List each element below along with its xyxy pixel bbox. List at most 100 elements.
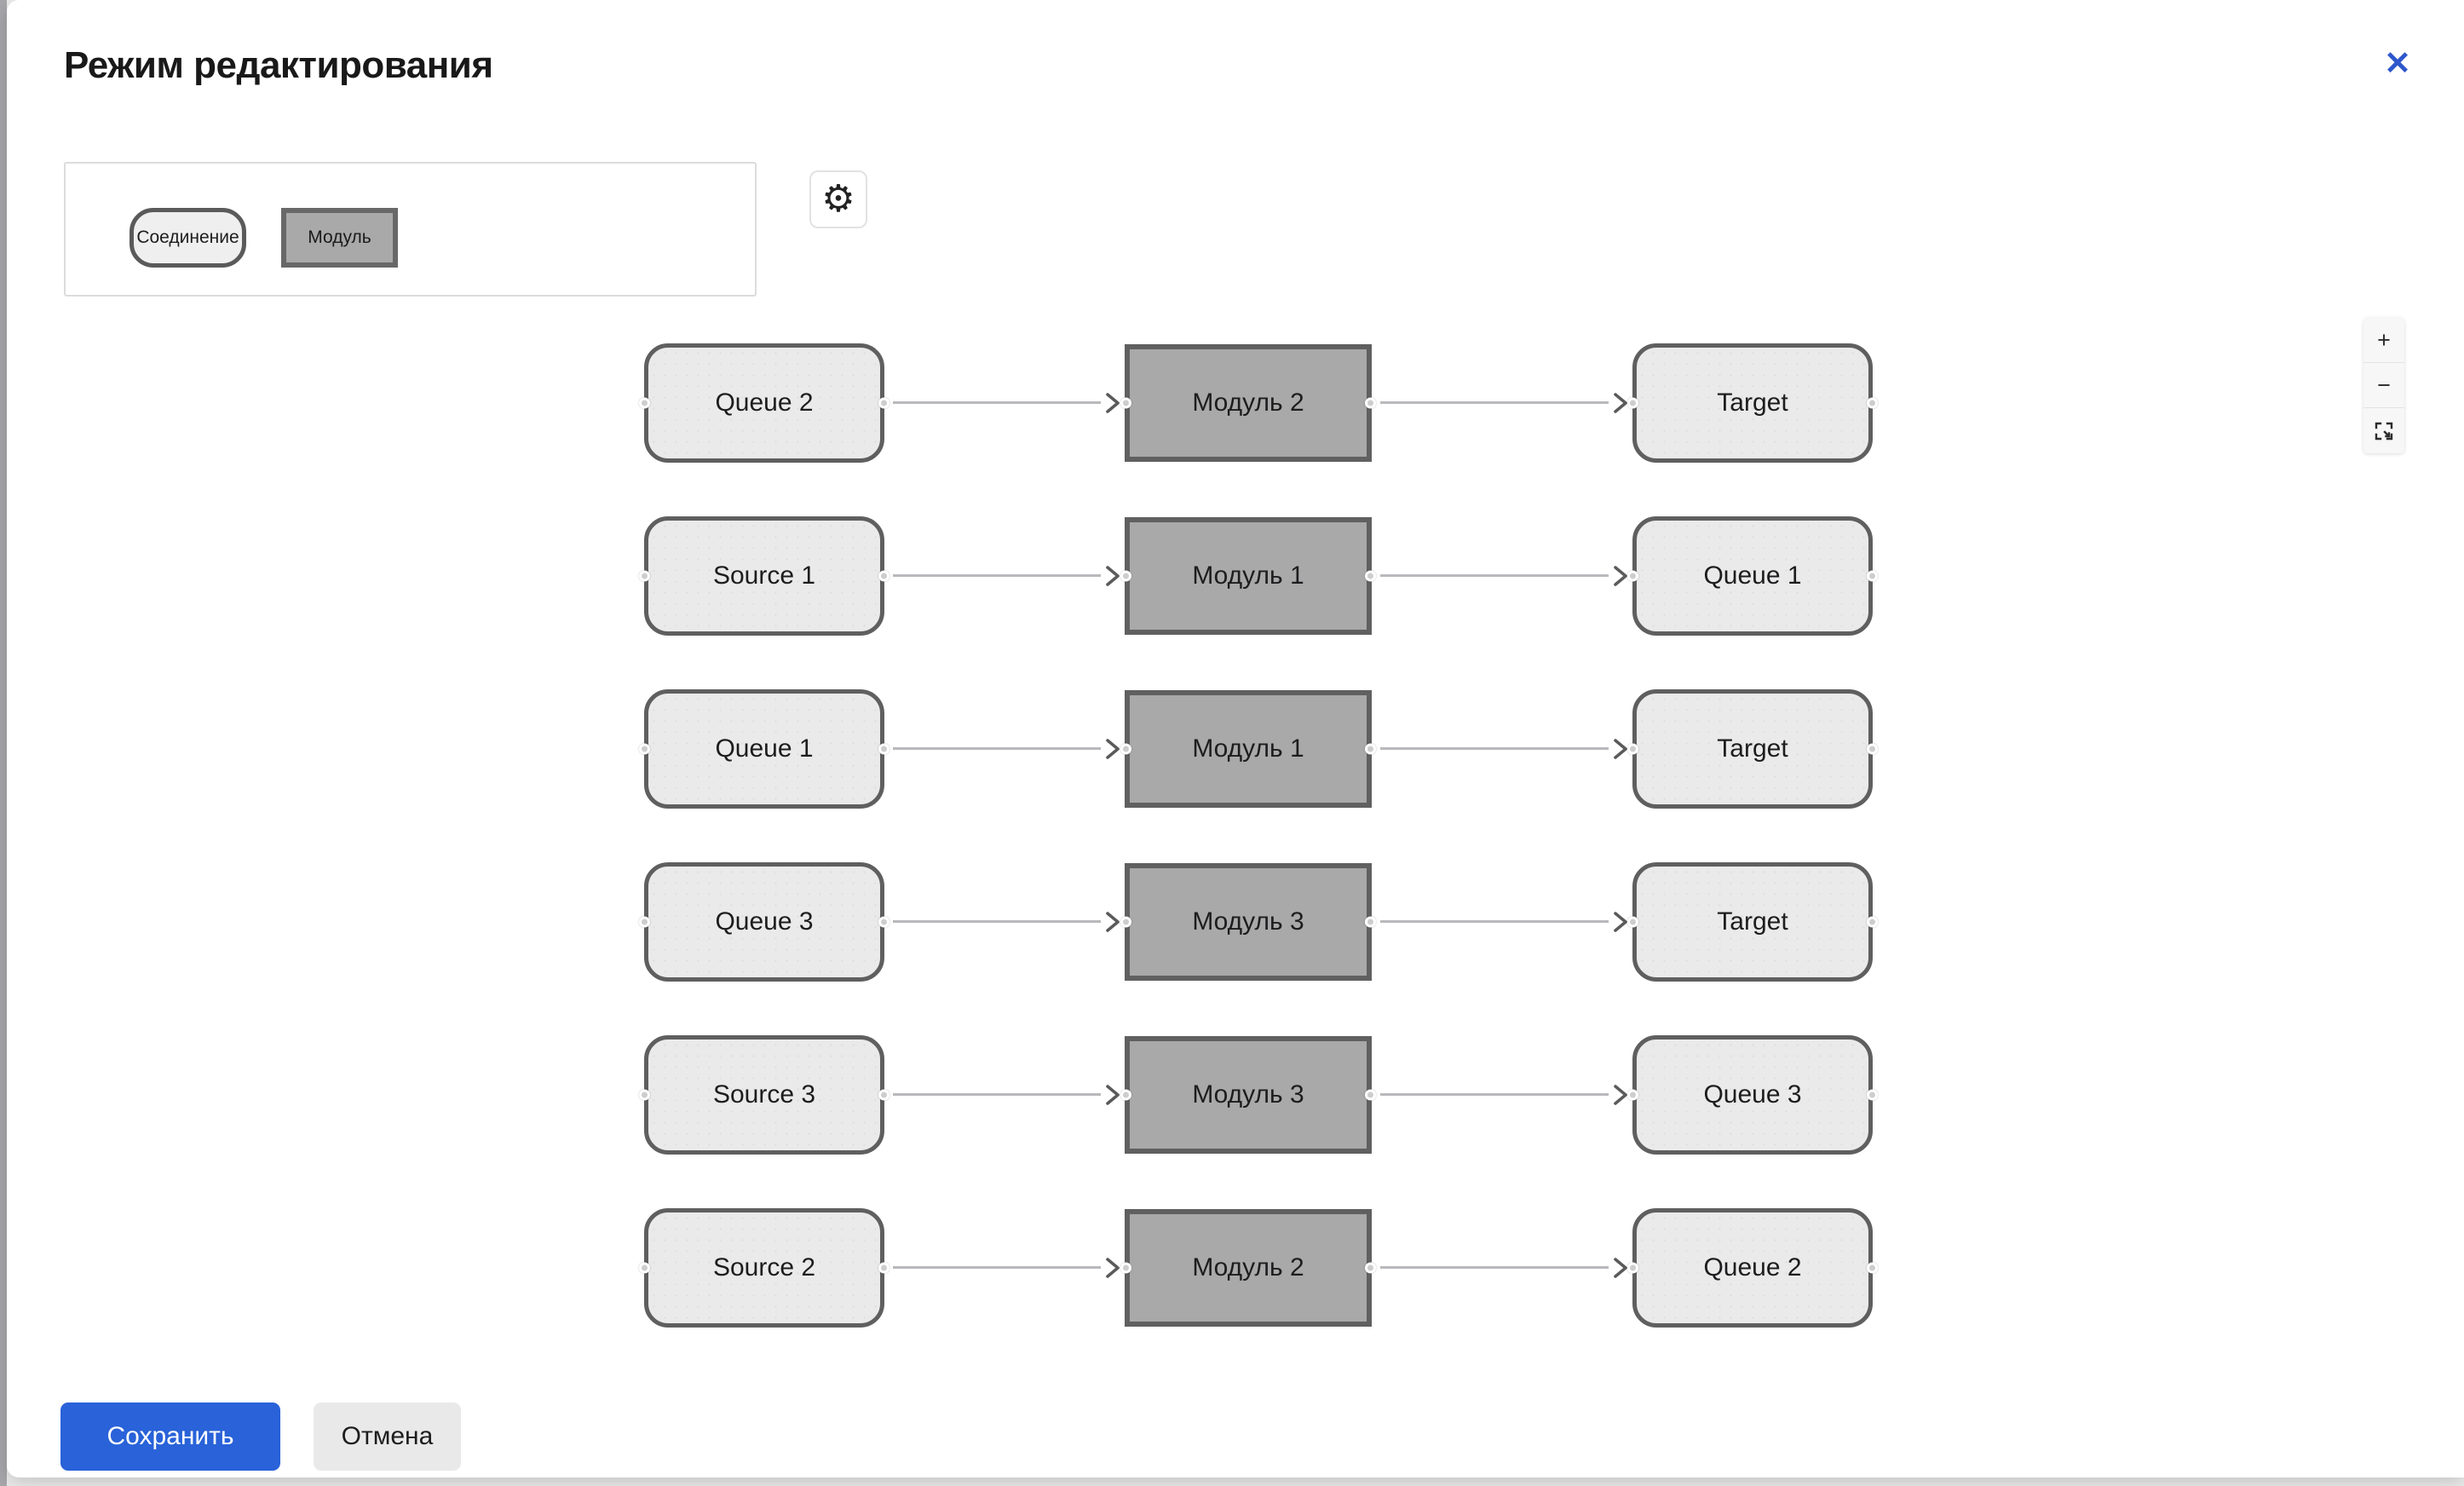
node-handle-right[interactable] [1365, 397, 1376, 409]
node-handle-left[interactable] [1627, 916, 1638, 928]
edge-line [1380, 574, 1609, 577]
target-node-label: Queue 2 [1703, 1253, 1802, 1282]
node-handle-left[interactable] [1627, 1262, 1638, 1274]
node-handle-right[interactable] [878, 1089, 889, 1101]
flow-row: Queue 3 Модуль 3 Target [639, 862, 1880, 982]
node-handle-left[interactable] [639, 1262, 650, 1274]
zoom-in-button[interactable]: + [2363, 318, 2404, 363]
node-handle-left[interactable] [639, 916, 650, 928]
node-handle-left[interactable] [1120, 1089, 1131, 1101]
node-handle-right[interactable] [1867, 1089, 1878, 1101]
node-handle-right[interactable] [1867, 1262, 1878, 1274]
edge-module-to-target[interactable] [1372, 516, 1632, 636]
cancel-button[interactable]: Отмена [314, 1402, 461, 1471]
node-handle-left[interactable] [1120, 1262, 1131, 1274]
source-node[interactable]: Source 1 [639, 516, 889, 636]
node-handle-left[interactable] [639, 570, 650, 582]
save-button[interactable]: Сохранить [60, 1402, 280, 1471]
edge-arrow-icon [1614, 566, 1627, 586]
source-node[interactable]: Source 2 [639, 1208, 889, 1328]
edge-source-to-module[interactable] [884, 516, 1125, 636]
close-icon: ✕ [2384, 45, 2411, 82]
palette-item-module[interactable]: Модуль [281, 208, 398, 268]
edge-line [893, 747, 1101, 750]
target-node[interactable]: Target [1627, 689, 1878, 809]
module-node[interactable]: Модуль 3 [1120, 1036, 1376, 1154]
edge-source-to-module[interactable] [884, 689, 1125, 809]
edge-arrow-icon [1106, 739, 1120, 759]
edge-source-to-module[interactable] [884, 343, 1125, 463]
edge-line [893, 1266, 1101, 1269]
edge-module-to-target[interactable] [1372, 1035, 1632, 1155]
edge-source-to-module[interactable] [884, 1208, 1125, 1328]
edge-arrow-icon [1614, 739, 1627, 759]
edge-source-to-module[interactable] [884, 1035, 1125, 1155]
node-handle-right[interactable] [1365, 1262, 1376, 1274]
edge-arrow-icon [1106, 393, 1120, 413]
node-handle-left[interactable] [1120, 570, 1131, 582]
source-node-label: Source 1 [712, 562, 816, 590]
flow-row: Source 1 Модуль 1 Queue 1 [639, 516, 1880, 636]
source-node-label: Source 3 [712, 1080, 816, 1109]
node-handle-left[interactable] [1627, 570, 1638, 582]
edge-line [893, 574, 1101, 577]
node-handle-right[interactable] [878, 570, 889, 582]
node-handle-left[interactable] [639, 1089, 650, 1101]
node-handle-right[interactable] [878, 743, 889, 755]
target-node[interactable]: Target [1627, 343, 1878, 463]
palette-item-connection[interactable]: Соединение [130, 208, 246, 268]
settings-button[interactable]: ⚙ [809, 170, 867, 228]
target-node[interactable]: Queue 3 [1627, 1035, 1878, 1155]
edge-module-to-target[interactable] [1372, 1208, 1632, 1328]
target-node[interactable]: Queue 1 [1627, 516, 1878, 636]
edge-arrow-icon [1106, 912, 1120, 932]
module-node[interactable]: Модуль 1 [1120, 690, 1376, 808]
flow-canvas[interactable]: Queue 2 Модуль 2 Target [639, 343, 1880, 1332]
edge-source-to-module[interactable] [884, 862, 1125, 982]
node-handle-right[interactable] [1365, 570, 1376, 582]
target-node[interactable]: Queue 2 [1627, 1208, 1878, 1328]
edge-module-to-target[interactable] [1372, 862, 1632, 982]
module-node[interactable]: Модуль 3 [1120, 863, 1376, 981]
node-handle-left[interactable] [639, 397, 650, 409]
palette-item-connection-label: Соединение [136, 228, 239, 247]
target-node[interactable]: Target [1627, 862, 1878, 982]
edge-module-to-target[interactable] [1372, 689, 1632, 809]
close-button[interactable]: ✕ [2375, 41, 2420, 85]
node-handle-right[interactable] [1867, 916, 1878, 928]
node-handle-left[interactable] [1627, 743, 1638, 755]
node-handle-right[interactable] [1365, 1089, 1376, 1101]
source-node[interactable]: Queue 2 [639, 343, 889, 463]
node-handle-right[interactable] [1867, 570, 1878, 582]
node-handle-right[interactable] [1867, 397, 1878, 409]
source-node[interactable]: Source 3 [639, 1035, 889, 1155]
node-handle-right[interactable] [1365, 743, 1376, 755]
edge-arrow-icon [1614, 1258, 1627, 1278]
module-node-label: Модуль 1 [1192, 562, 1304, 590]
module-node[interactable]: Модуль 2 [1120, 344, 1376, 462]
source-node[interactable]: Queue 1 [639, 689, 889, 809]
edge-line [893, 920, 1101, 923]
node-handle-left[interactable] [1120, 916, 1131, 928]
node-handle-right[interactable] [878, 1262, 889, 1274]
target-node-label: Target [1717, 389, 1788, 417]
node-handle-right[interactable] [878, 916, 889, 928]
edge-module-to-target[interactable] [1372, 343, 1632, 463]
node-handle-left[interactable] [639, 743, 650, 755]
module-node[interactable]: Модуль 1 [1120, 517, 1376, 635]
node-handle-left[interactable] [1627, 1089, 1638, 1101]
fit-view-button[interactable] [2363, 408, 2404, 453]
node-handle-right[interactable] [1365, 916, 1376, 928]
node-handle-left[interactable] [1120, 743, 1131, 755]
module-node[interactable]: Модуль 2 [1120, 1209, 1376, 1327]
node-handle-right[interactable] [878, 397, 889, 409]
node-handle-left[interactable] [1120, 397, 1131, 409]
zoom-out-button[interactable]: − [2363, 363, 2404, 408]
edge-arrow-icon [1106, 1258, 1120, 1278]
source-node[interactable]: Queue 3 [639, 862, 889, 982]
node-handle-left[interactable] [1627, 397, 1638, 409]
source-node-label: Queue 2 [715, 389, 814, 417]
flow-row: Source 2 Модуль 2 Queue 2 [639, 1208, 1880, 1328]
node-handle-right[interactable] [1867, 743, 1878, 755]
module-node-label: Модуль 2 [1192, 1253, 1304, 1282]
